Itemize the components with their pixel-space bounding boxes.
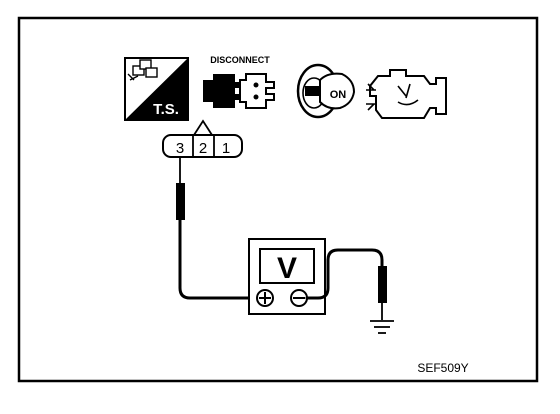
tool-icon: T.S. xyxy=(124,57,189,121)
connector-pin-1: 1 xyxy=(222,140,230,157)
voltmeter: V xyxy=(248,238,326,315)
figure-code: SEF509Y xyxy=(417,361,468,375)
harness-connector: 3 2 1 xyxy=(162,119,243,158)
connector-pin-3: 3 xyxy=(176,140,184,157)
ground-icon xyxy=(370,320,394,334)
diagram-frame xyxy=(17,16,539,383)
connector-pin-2: 2 xyxy=(199,140,207,157)
tool-label: T.S. xyxy=(153,101,179,118)
ignition-key-icon: ON xyxy=(296,63,356,119)
disconnect-connector-icon: DISCONNECT xyxy=(203,55,275,109)
positive-probe xyxy=(176,158,264,300)
engine-icon xyxy=(366,69,447,119)
ignition-label: ON xyxy=(330,89,347,101)
disconnect-label: DISCONNECT xyxy=(210,55,270,65)
meter-display: V xyxy=(277,252,297,285)
negative-probe xyxy=(305,248,387,320)
